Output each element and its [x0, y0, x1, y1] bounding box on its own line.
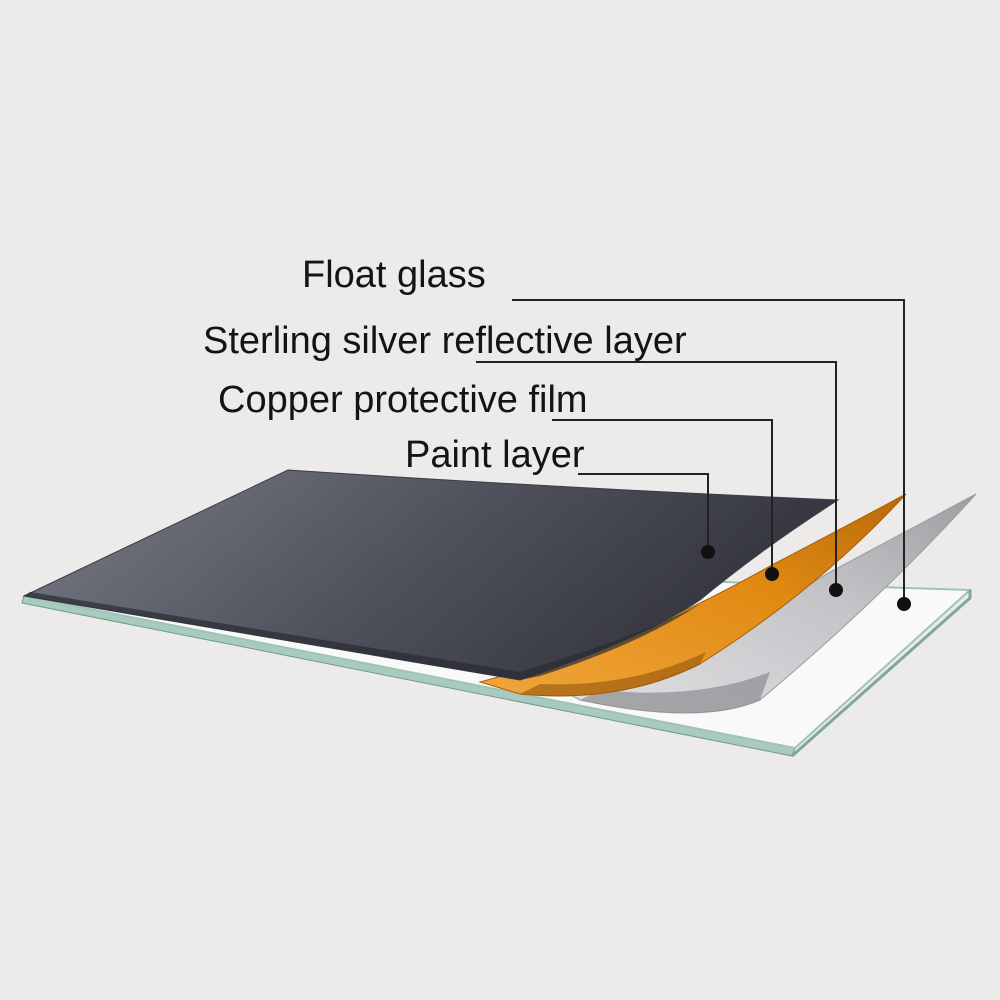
copper-film-marker: [765, 567, 779, 581]
copper-film-label: Copper protective film: [218, 379, 588, 421]
copper-film-edge: [520, 652, 706, 696]
paint-layer-marker: [701, 545, 715, 559]
silver-layer-edge: [580, 672, 770, 713]
silver-layer-label: Sterling silver reflective layer: [203, 320, 687, 362]
float-glass-leader: [512, 299, 905, 604]
paint-layer-label: Paint layer: [405, 434, 585, 476]
paint-layer-leader: [578, 473, 709, 552]
float-glass-label: Float glass: [302, 254, 486, 296]
float-glass-marker: [897, 597, 911, 611]
silver-layer-marker: [829, 583, 843, 597]
float-glass-right-edge: [791, 590, 972, 758]
silver-layer-leader: [476, 361, 837, 590]
copper-film-leader: [552, 419, 773, 574]
